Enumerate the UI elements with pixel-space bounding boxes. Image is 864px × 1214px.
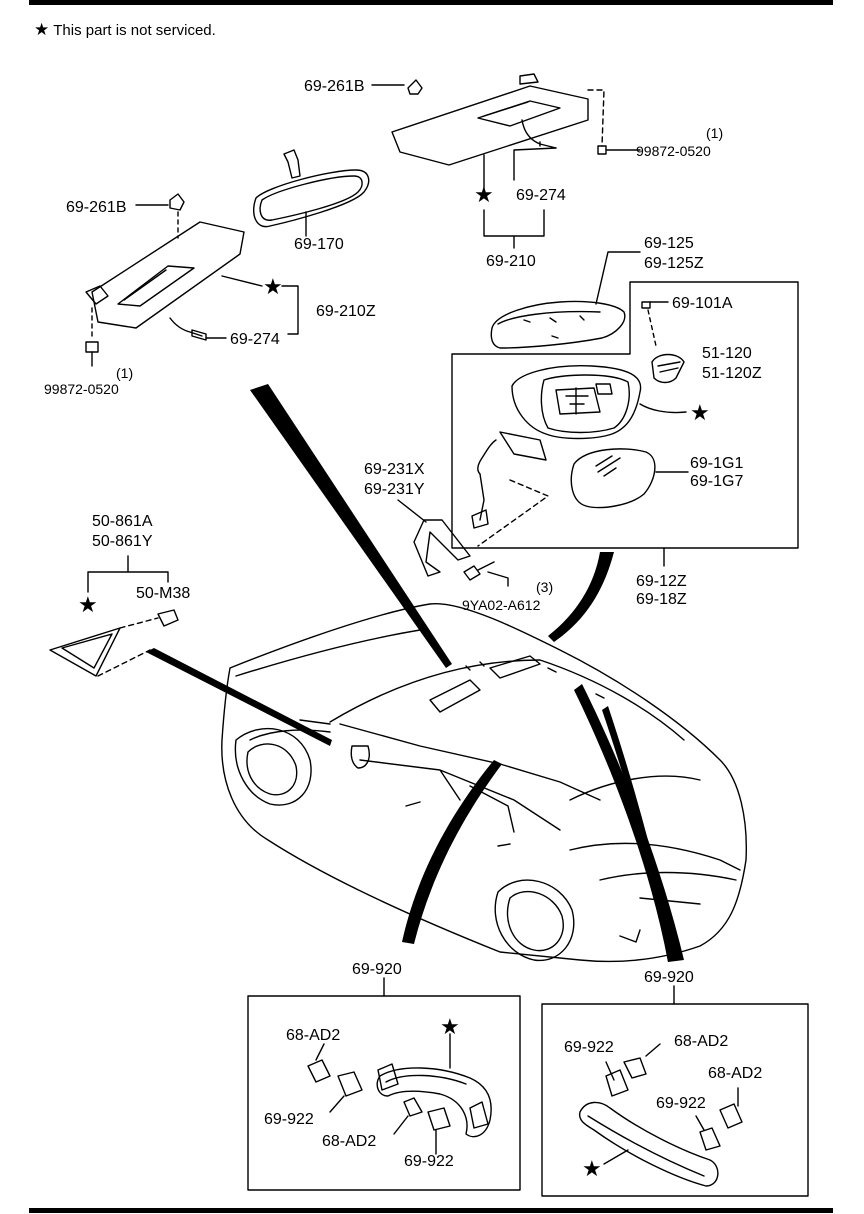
grip-box-left	[247, 977, 521, 1191]
label-outer-mirror-a: 69-12Z	[636, 573, 687, 590]
label-triangle-a: 50-861A	[92, 513, 153, 530]
mirror-garnish	[397, 499, 471, 577]
label-grip-right-cap-a: 68-AD2	[674, 1033, 728, 1050]
label-visor-left-assy: 69-210Z	[316, 303, 376, 320]
triangle-cover	[49, 555, 179, 677]
label-visor-bulb-left: 69-274	[230, 331, 280, 348]
label-grip-left-bracket-b: 69-922	[404, 1153, 454, 1170]
label-outer-mirror-b: 69-18Z	[636, 591, 687, 608]
label-mirror-lamp-a: 51-120	[702, 345, 752, 362]
star-visor-left: ★	[263, 274, 283, 299]
label-screw-left-qty: (1)	[116, 365, 133, 381]
label-bolt-qty: (3)	[536, 579, 553, 595]
grip-box-right	[541, 985, 809, 1197]
bottom-border	[29, 1208, 833, 1213]
leader-stripes	[146, 384, 684, 962]
visor-clip-right	[407, 79, 423, 95]
label-visor-bulb-right: 69-274	[516, 187, 566, 204]
label-garnish-b: 69-231Y	[364, 481, 425, 498]
star-grip-right: ★	[582, 1156, 602, 1181]
label-triangle-b: 50-861Y	[92, 533, 153, 550]
label-grip-left-cap-a: 68-AD2	[286, 1027, 340, 1044]
label-grip-left-assy: 69-920	[352, 961, 402, 978]
star-triangle: ★	[78, 592, 98, 617]
star-grip-left: ★	[440, 1014, 460, 1039]
top-border	[29, 0, 833, 5]
bolt	[463, 561, 509, 587]
triangle-clip	[157, 609, 179, 627]
screw-right	[597, 145, 607, 155]
mirror-cover	[490, 251, 641, 349]
screw-left	[85, 341, 99, 353]
label-mirror-clip: 69-101A	[672, 295, 733, 312]
label-mirror-cover-b: 69-125Z	[644, 255, 704, 272]
sun-visor-right	[371, 73, 641, 249]
label-grip-right-bracket-a: 69-922	[564, 1039, 614, 1056]
label-mirror-glass-b: 69-1G7	[690, 473, 743, 490]
label-screw-left: 99872-0520	[44, 381, 119, 397]
star-icon: ★	[34, 20, 50, 39]
star-visor-right: ★	[474, 182, 494, 207]
star-mirror: ★	[690, 400, 710, 425]
legend-text: This part is not serviced.	[53, 22, 216, 39]
legend-note: ★This part is not serviced.	[34, 20, 216, 40]
label-inner-mirror: 69-170	[294, 236, 344, 253]
mirror-clip	[641, 301, 651, 309]
label-mirror-lamp-b: 51-120Z	[702, 365, 762, 382]
label-grip-left-cap-b: 68-AD2	[322, 1133, 376, 1150]
label-visor-right-assy: 69-210	[486, 253, 536, 270]
outer-mirror-box	[451, 281, 799, 549]
label-visor-clip-right: 69-261B	[304, 78, 365, 95]
label-grip-right-assy: 69-920	[644, 969, 694, 986]
label-triangle-clip: 50-M38	[136, 585, 190, 602]
inner-mirror	[252, 149, 370, 237]
label-grip-right-bracket-b: 69-922	[656, 1095, 706, 1112]
label-bolt: 9YA02-A612	[462, 597, 541, 613]
label-mirror-cover-a: 69-125	[644, 235, 694, 252]
label-grip-left-bracket-a: 69-922	[264, 1111, 314, 1128]
label-grip-right-cap-b: 68-AD2	[708, 1065, 762, 1082]
sun-visor-left	[85, 193, 299, 367]
label-garnish-a: 69-231X	[364, 461, 425, 478]
visor-clip-left	[169, 193, 185, 211]
label-mirror-glass-a: 69-1G1	[690, 455, 743, 472]
label-screw-right-qty: (1)	[706, 125, 723, 141]
label-screw-right: 99872-0520	[636, 143, 711, 159]
label-visor-clip-left: 69-261B	[66, 199, 127, 216]
